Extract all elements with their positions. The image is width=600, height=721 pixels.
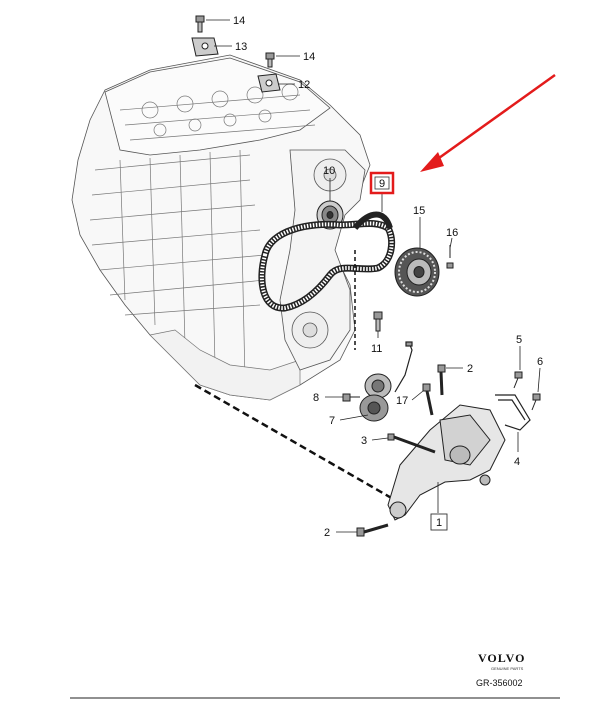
bolt-11 [373, 311, 383, 332]
callout-11: 11 [371, 343, 382, 355]
engine-block [71, 54, 371, 401]
callout-4: 4 [514, 456, 520, 468]
tensioner-7 [359, 373, 392, 422]
diagram-code: GR-356002 [476, 678, 523, 688]
bracket-13 [191, 37, 219, 57]
bolt-14-top [195, 15, 205, 33]
bolt-2-top [437, 364, 446, 396]
callout-3: 3 [361, 435, 367, 447]
support-4 [495, 394, 531, 431]
drive-belt-9 [258, 211, 396, 312]
bolt-5 [513, 371, 523, 389]
brand-logo-text: VOLVO [478, 651, 525, 665]
bracket-12 [257, 73, 281, 93]
callout-15: 15 [413, 205, 425, 217]
callout-10: 10 [323, 165, 335, 177]
highlight-arrow [420, 73, 556, 172]
callout-16: 16 [446, 227, 458, 239]
callout-14-top: 14 [233, 15, 245, 27]
callout-14-mid: 14 [303, 51, 315, 63]
callout-9: 9 [379, 178, 385, 190]
bolt-16 [446, 245, 454, 269]
callout-7: 7 [329, 415, 335, 427]
bolt-14-mid [265, 52, 275, 68]
leader-lines [206, 19, 541, 533]
callout-1: 1 [436, 517, 442, 529]
bolt-2-bottom [356, 523, 389, 537]
callout-6: 6 [537, 356, 543, 368]
guide-lines [194, 250, 396, 502]
pulley-15 [394, 247, 440, 297]
bolt-3 [387, 433, 436, 454]
bolt-8 [342, 393, 360, 402]
callout-8: 8 [313, 392, 319, 404]
brand-subtitle: GENUINE PARTS [491, 666, 524, 671]
callout-12: 12 [298, 79, 310, 91]
callout-17: 17 [396, 395, 408, 407]
callout-2-top: 2 [467, 363, 473, 375]
bolt-6 [531, 393, 541, 411]
callout-5: 5 [516, 334, 522, 346]
callout-1-box: 1 [430, 513, 448, 531]
callout-13: 13 [235, 41, 247, 53]
callout-9-highlighted: 9 [369, 171, 395, 195]
tensioner-wire [394, 341, 413, 393]
callout-2-bottom: 2 [324, 527, 330, 539]
bolt-17 [422, 383, 434, 416]
bracket-1 [387, 404, 506, 521]
